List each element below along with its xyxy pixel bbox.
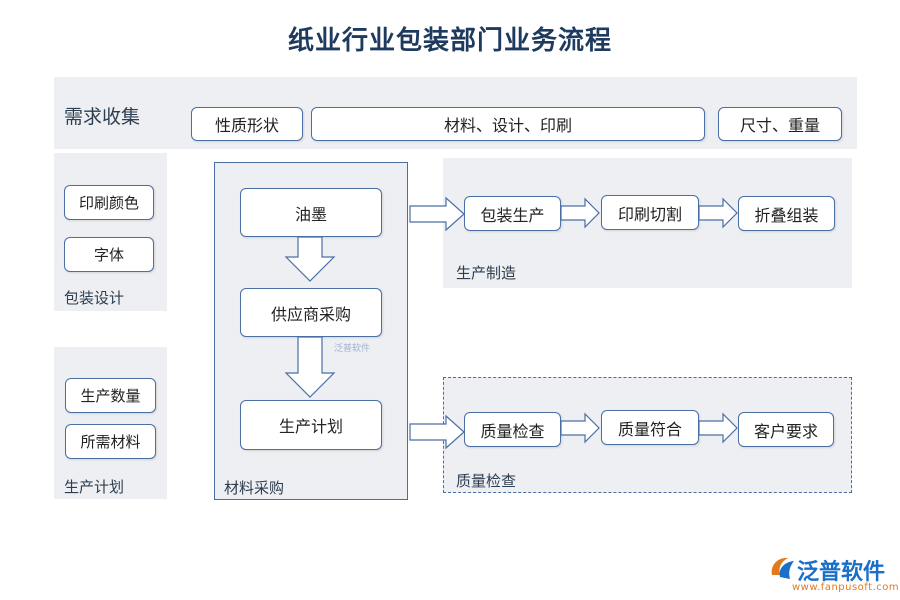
production-plan-panel bbox=[54, 347, 167, 499]
purchase-item-plan: 生产计划 bbox=[240, 400, 382, 450]
right-arrow-mfg-2 bbox=[698, 197, 738, 229]
manufacturing-label: 生产制造 bbox=[456, 264, 517, 282]
manufacturing-item-folding: 折叠组装 bbox=[738, 196, 835, 231]
logo-url: www.fanpusoft.com bbox=[792, 582, 900, 593]
plan-item-quantity: 生产数量 bbox=[65, 378, 156, 413]
material-purchase-label: 材料采购 bbox=[224, 479, 285, 497]
right-arrow-mfg-1 bbox=[560, 197, 600, 229]
right-arrow-to-manufacturing bbox=[409, 196, 465, 232]
purchase-item-ink: 油墨 bbox=[240, 188, 382, 237]
quality-item-conform: 质量符合 bbox=[601, 410, 699, 445]
logo-icon bbox=[771, 557, 794, 579]
demand-item-size: 尺寸、重量 bbox=[718, 107, 842, 141]
demand-item-material: 材料、设计、印刷 bbox=[311, 107, 705, 141]
packaging-item-color: 印刷颜色 bbox=[64, 185, 154, 220]
demand-label: 需求收集 bbox=[64, 106, 141, 128]
watermark: 泛普软件 bbox=[334, 344, 371, 354]
right-arrow-to-quality bbox=[409, 414, 465, 450]
plan-item-materials: 所需材料 bbox=[65, 424, 156, 459]
logo-name: 泛普软件 bbox=[797, 560, 886, 585]
production-plan-label: 生产计划 bbox=[64, 478, 125, 496]
quality-check-label: 质量检查 bbox=[456, 472, 517, 490]
right-arrow-qc-2 bbox=[698, 412, 738, 444]
packaging-design-panel bbox=[54, 153, 167, 311]
down-arrow-1 bbox=[284, 236, 336, 282]
manufacturing-item-cutting: 印刷切割 bbox=[601, 195, 699, 230]
quality-item-check: 质量检查 bbox=[464, 412, 561, 447]
page-title: 纸业行业包装部门业务流程 bbox=[287, 26, 612, 56]
right-arrow-qc-1 bbox=[560, 412, 600, 444]
packaging-item-font: 字体 bbox=[64, 237, 154, 272]
demand-item-shape: 性质形状 bbox=[191, 107, 303, 141]
down-arrow-2 bbox=[284, 336, 336, 398]
purchase-item-supplier: 供应商采购 bbox=[240, 288, 382, 337]
manufacturing-item-production: 包装生产 bbox=[464, 196, 561, 231]
quality-item-customer: 客户要求 bbox=[738, 412, 834, 447]
packaging-design-label: 包装设计 bbox=[64, 289, 125, 307]
